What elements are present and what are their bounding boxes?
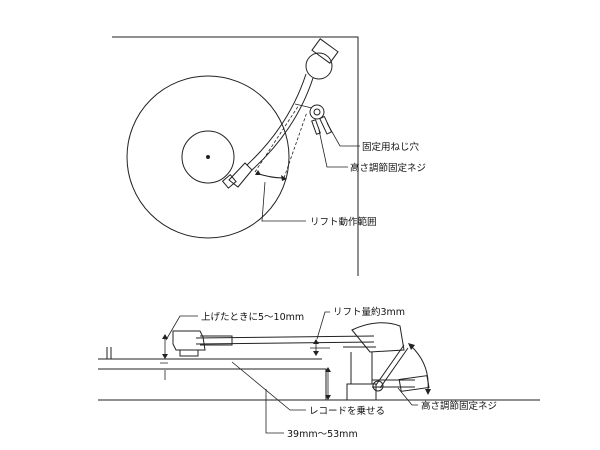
lift-arm bbox=[294, 103, 313, 109]
tonearm-tube-edge bbox=[246, 73, 307, 166]
leader-height-range bbox=[265, 389, 284, 434]
label-record-placed: レコードを乗せる bbox=[309, 405, 385, 417]
leader-lift-range bbox=[261, 181, 306, 222]
spindle-side bbox=[106, 347, 112, 359]
headshell-connector bbox=[200, 335, 233, 346]
tonearm-side-bottom bbox=[195, 341, 375, 345]
lift-lever bbox=[375, 344, 409, 389]
lift-swing-arrow-bottom bbox=[425, 389, 431, 395]
lift-range-arrow-right bbox=[281, 175, 287, 181]
dim-lift-arrow-top bbox=[313, 339, 319, 344]
label-height-range: 39mm～53mm bbox=[287, 429, 358, 440]
top-view: 固定用ねじ穴 高さ調節固定ネジ リフト動作範囲 bbox=[112, 36, 426, 276]
spindle bbox=[206, 155, 210, 159]
lift-range-dash-2 bbox=[283, 111, 308, 179]
cartridge-side bbox=[179, 350, 199, 357]
record-label bbox=[181, 130, 235, 184]
lift-swing-arrow-top bbox=[408, 343, 415, 350]
mount-screw bbox=[311, 119, 321, 135]
dim-raised-arrow-bottom bbox=[162, 354, 168, 359]
pivot-post bbox=[350, 352, 373, 385]
platter-block bbox=[268, 368, 327, 400]
tonearm-tube bbox=[251, 77, 314, 171]
headshell bbox=[228, 162, 253, 188]
lift-range-arrow-left bbox=[255, 170, 261, 175]
lift-range-dash-1 bbox=[254, 104, 300, 173]
leader-mount-hole bbox=[326, 122, 360, 147]
height-screw-knob bbox=[319, 115, 333, 135]
lift-device bbox=[309, 104, 325, 120]
dim-height-arrow-bottom bbox=[325, 395, 331, 400]
height-screw-knob-side bbox=[398, 375, 430, 392]
label-raised-height: 上げたときに5～10mm bbox=[201, 312, 304, 323]
dim-raised-ticks bbox=[160, 358, 168, 364]
dim-height-arrow-top bbox=[325, 367, 331, 372]
counterweight bbox=[311, 38, 339, 64]
side-view: 上げたときに5～10mm リフト量約3mm レコードを乗せる 高さ調節固定ネジ … bbox=[98, 306, 540, 440]
leader-height-screw bbox=[318, 129, 348, 168]
cartridge bbox=[221, 174, 237, 189]
lift-device-center bbox=[313, 108, 321, 116]
headshell-side bbox=[172, 330, 206, 351]
label-lift-range: リフト動作範囲 bbox=[310, 216, 377, 228]
counterweight-side bbox=[351, 322, 405, 353]
label-mount-screw-hole: 固定用ねじ穴 bbox=[362, 141, 420, 153]
label-lift-amount: リフト量約3mm bbox=[333, 306, 405, 318]
lift-lever-pivot bbox=[372, 380, 384, 392]
dim-lift-arrow-bottom bbox=[313, 351, 319, 356]
leader-raised bbox=[165, 315, 198, 341]
pivot-base bbox=[346, 383, 377, 401]
platter bbox=[126, 75, 290, 239]
lift-swing-arc bbox=[410, 345, 429, 391]
leader-lift bbox=[316, 311, 330, 340]
leader-height-screw-side bbox=[397, 387, 418, 406]
label-height-screw-side: 高さ調節固定ネジ bbox=[421, 400, 497, 412]
tonearm-side-top bbox=[195, 335, 375, 339]
leader-record bbox=[231, 361, 306, 411]
plinth-outline bbox=[112, 36, 359, 276]
dim-raised-arrow-top bbox=[162, 334, 168, 339]
label-height-screw-top: 高さ調節固定ネジ bbox=[350, 162, 426, 174]
arm-pivot bbox=[305, 52, 333, 80]
